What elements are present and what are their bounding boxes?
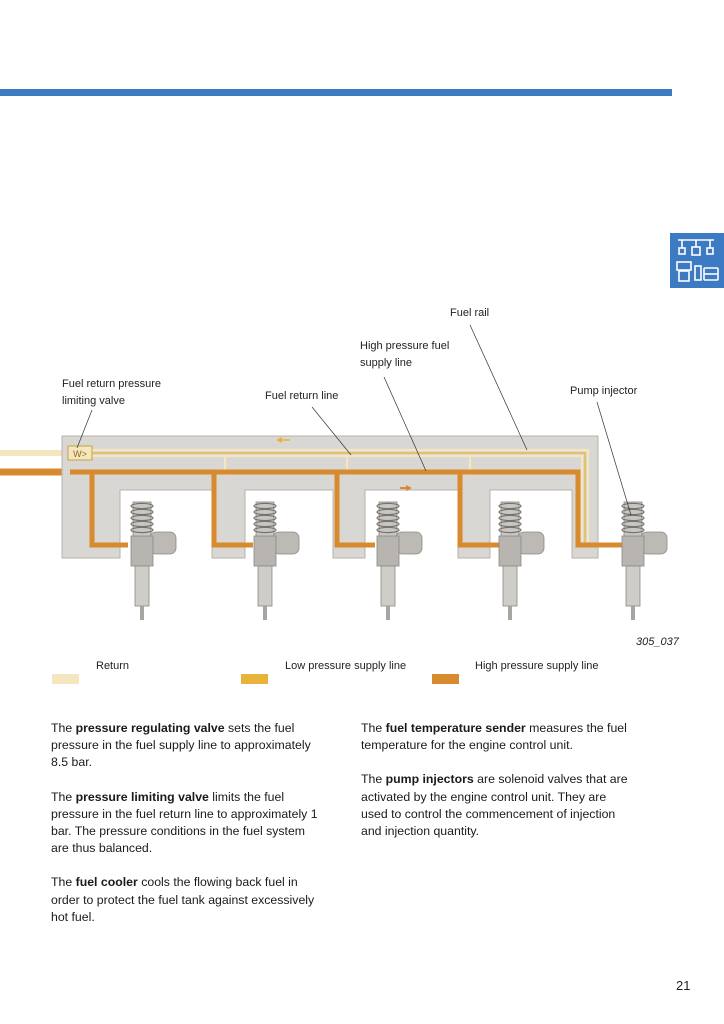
legend-swatch-low-pressure (241, 674, 268, 684)
pump-injector (253, 501, 300, 620)
paragraph-pressure-limiting-valve: The pressure limiting valve limits the f… (51, 789, 318, 856)
label-pump-injector: Pump injector (570, 385, 638, 397)
engine-components-icon (676, 239, 719, 282)
body-column-left: The pressure regulating valve sets the f… (51, 720, 326, 943)
label-fuel-rail: Fuel rail (450, 307, 490, 319)
label-high-pressure-supply-line: High pressure fuel supply line (360, 340, 450, 369)
pump-injector (621, 501, 668, 620)
paragraph-fuel-cooler: The fuel cooler cools the flowing back f… (51, 875, 315, 924)
pump-injector (498, 501, 545, 620)
paragraph-pump-injectors: The pump injectors are solenoid valves t… (361, 772, 628, 839)
legend-label-low-pressure: Low pressure supply line (285, 660, 407, 672)
label-fuel-return-line: Fuel return line (265, 390, 339, 402)
pump-injectors (130, 501, 668, 620)
legend-swatch-high-pressure (432, 674, 459, 684)
pump-injector (376, 501, 423, 620)
figure-id: 305_037 (636, 636, 679, 648)
page-number: 21 (676, 978, 691, 993)
fuel-rail-body (61, 435, 599, 559)
fuel-rail-illustration: W> (0, 324, 668, 620)
legend-label-return: Return (96, 660, 130, 672)
pump-injector (130, 501, 177, 620)
supply-flow-arrow (400, 485, 412, 491)
legend-label-high-pressure: High pressure supply line (475, 660, 599, 672)
high-pressure-supply-line (70, 469, 628, 548)
paragraph-pressure-regulating-valve: The pressure regulating valve sets the f… (51, 721, 311, 770)
fuel-system-diagram: W> Fuel rail High pressure fuel supply l… (0, 300, 724, 650)
legend-swatch-return (52, 674, 79, 684)
return-flow-arrow (276, 437, 290, 443)
header-accent-bar (0, 89, 672, 96)
svg-text:W>: W> (73, 449, 87, 459)
label-pressure-limiting-valve: Fuel return pressure limiting valve (62, 378, 162, 407)
body-column-right: The fuel temperature sender measures the… (361, 720, 636, 857)
pressure-limiting-valve-symbol: W> (67, 445, 93, 461)
section-tab[interactable] (670, 233, 724, 288)
paragraph-fuel-temperature-sender: The fuel temperature sender measures the… (361, 721, 627, 753)
